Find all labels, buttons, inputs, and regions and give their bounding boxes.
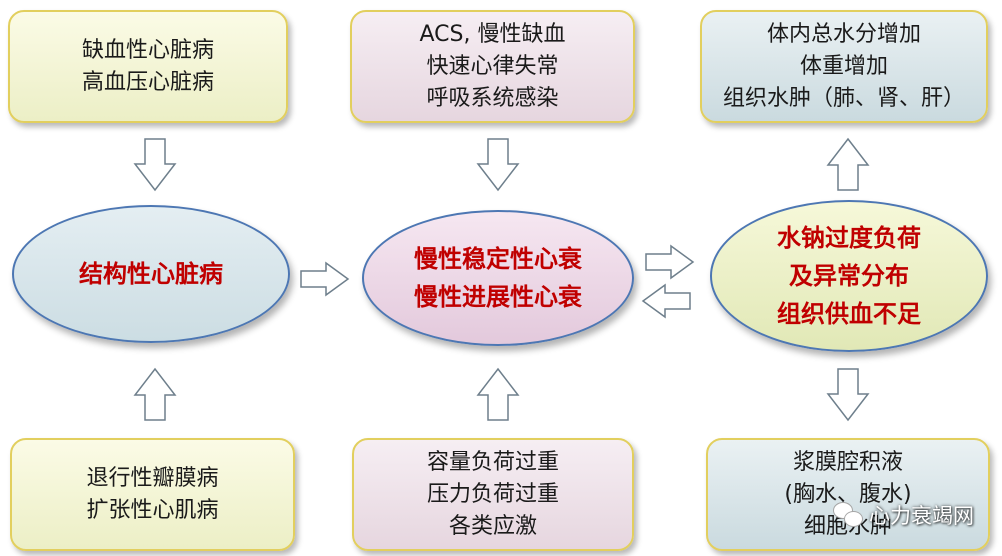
box-line: 压力负荷过重 [426,481,559,507]
box-line: ACS, 慢性缺血 [419,21,566,47]
ellipse-structural-heart-disease: 结构性心脏病 [12,205,290,343]
arrow-down-right [826,368,870,422]
wechat-icon [833,502,863,528]
box-line: 快速心律失常 [426,53,559,79]
box-triggers: ACS, 慢性缺血 快速心律失常 呼吸系统感染 [350,10,635,123]
ellipse-line: 慢性进展性心衰 [414,283,582,311]
box-line: 容量负荷过重 [426,449,559,475]
ellipse-line: 及异常分布 [789,262,909,290]
arrow-left-right-to-mid [641,283,691,319]
watermark: 心力衰竭网 [833,500,974,530]
box-body-water: 体内总水分增加 体重增加 组织水肿（肺、肾、肝） [700,10,988,123]
box-line: 呼吸系统感染 [426,85,559,111]
box-serous-effusion: 浆膜腔积液 (胸水、腹水) 细胞水肿 [706,438,990,551]
ellipse-sodium-water-overload: 水钠过度负荷 及异常分布 组织供血不足 [710,200,988,352]
box-line: 退行性瓣膜病 [86,465,219,491]
box-line: 组织水肿（肺、肾、肝） [722,85,965,111]
box-line: 浆膜腔积液 [792,449,903,475]
box-line: 高血压心脏病 [81,69,214,95]
box-line: 体重增加 [799,53,888,79]
arrow-up-mid [476,367,520,421]
box-valvular-cardiomyopathy: 退行性瓣膜病 扩张性心肌病 [10,438,295,551]
box-load-stress: 容量负荷过重 压力负荷过重 各类应激 [352,438,634,551]
box-line: 缺血性心脏病 [81,37,214,63]
arrow-right-mid-to-right [645,244,695,280]
arrow-up-right [826,137,870,191]
box-line: 各类应激 [448,513,537,539]
arrow-up-left [133,367,177,421]
ellipse-chronic-heart-failure: 慢性稳定性心衰 慢性进展性心衰 [362,210,634,346]
watermark-text: 心力衰竭网 [869,504,974,528]
box-ischemic-hypertensive: 缺血性心脏病 高血压心脏病 [8,10,288,123]
ellipse-line: 水钠过度负荷 [777,224,921,252]
box-line: 扩张性心肌病 [86,497,219,523]
ellipse-line: 结构性心脏病 [79,260,223,288]
ellipse-line: 组织供血不足 [777,300,921,328]
arrow-down-mid [476,138,520,192]
ellipse-line: 慢性稳定性心衰 [414,245,582,273]
arrow-down-left [133,138,177,192]
box-line: 体内总水分增加 [766,21,921,47]
arrow-right-left-to-mid [300,261,350,297]
